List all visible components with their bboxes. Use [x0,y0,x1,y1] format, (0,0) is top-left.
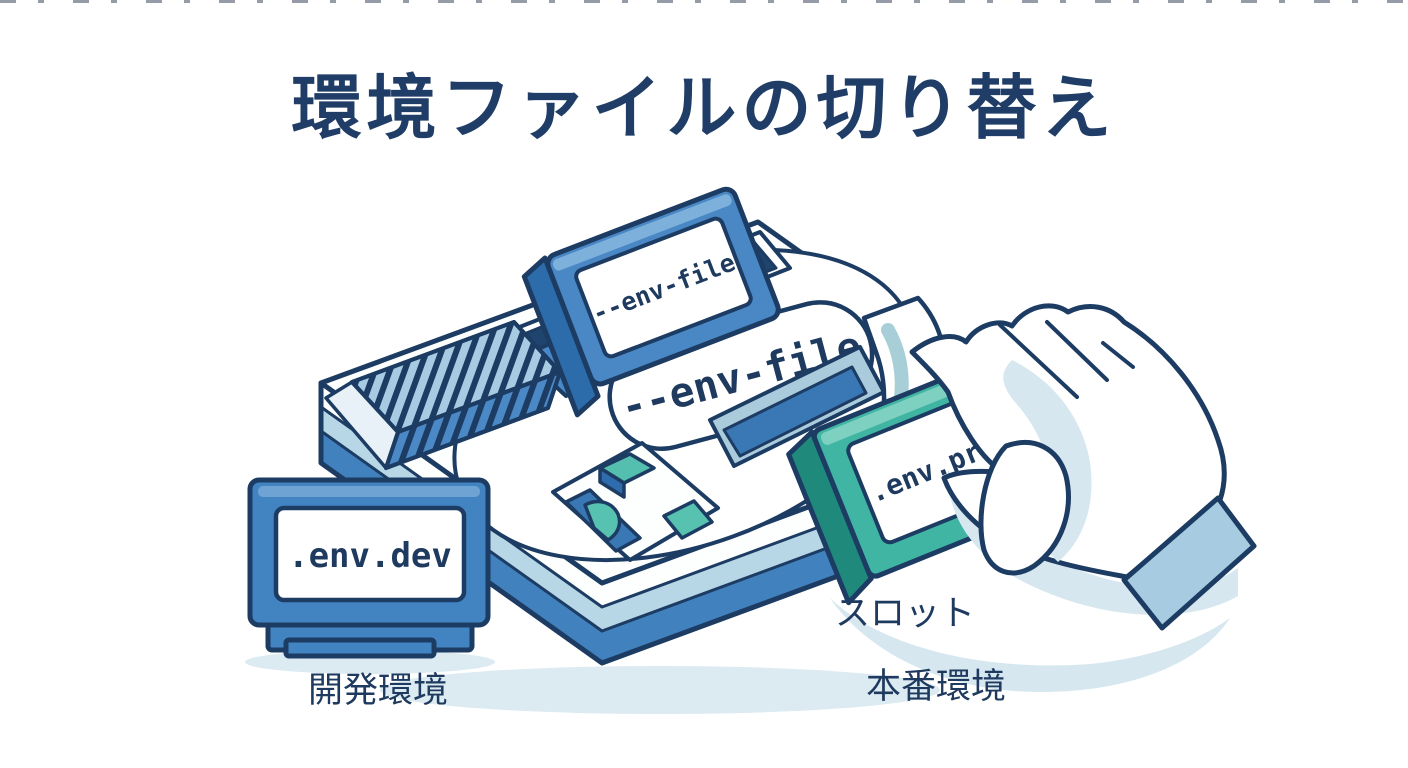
hand [909,303,1257,631]
inserted-cartridge: --env-file [521,186,781,418]
hand-underglow [947,470,1238,615]
dev-cartridge: .env.dev [247,477,491,659]
control-panel [551,441,720,562]
dev-environment-caption: 開発環境 [307,671,449,710]
slider-switch [564,488,642,553]
prod-environment-caption: 本番環境 [865,667,1007,706]
power-switch [598,452,656,499]
dev-cartridge-label: .env.dev [288,536,452,576]
finger-creases [998,320,1135,399]
thumb [978,440,1071,576]
sleeve-cuff [1121,495,1257,631]
vent-grille [324,320,562,470]
slot-caption: スロット [834,594,976,633]
eject-button [662,499,714,540]
page-title: 環境ファイルの切り替え [291,69,1117,147]
side-slot [708,345,886,468]
top-edge-artifact [0,0,1408,3]
